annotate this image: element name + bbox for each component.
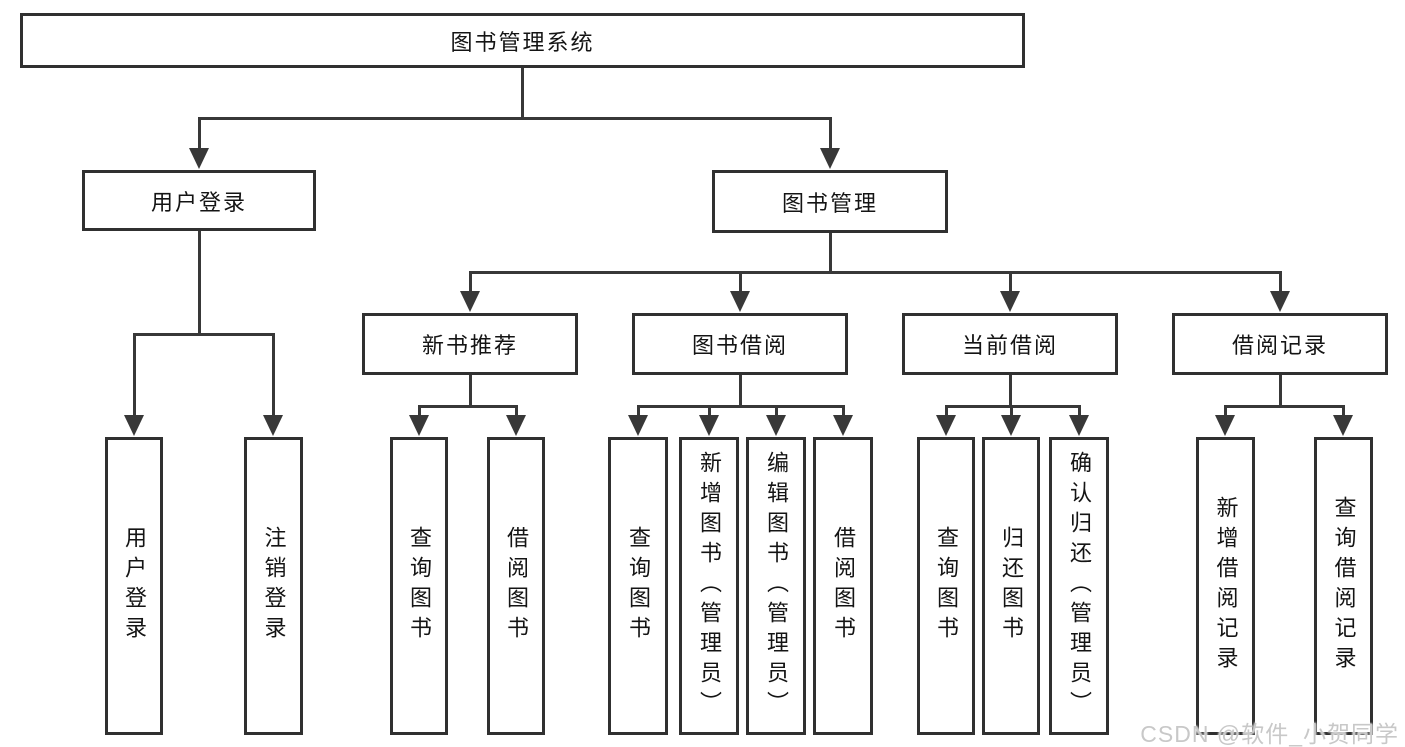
connector-group-stem bbox=[469, 375, 472, 408]
arrowhead-icon bbox=[1215, 415, 1235, 436]
arrowhead-icon bbox=[833, 415, 853, 436]
node-new-book-recommend: 新书推荐 bbox=[362, 313, 578, 375]
connector-arrow-shaft bbox=[775, 405, 778, 418]
connector-root-bar bbox=[198, 117, 832, 120]
arrowhead-icon bbox=[189, 148, 209, 169]
arrowhead-icon bbox=[124, 415, 144, 436]
connector-book-mgmt-bar bbox=[469, 271, 1282, 274]
arrowhead-icon bbox=[699, 415, 719, 436]
node-book-management: 图书管理 bbox=[712, 170, 948, 233]
leaf-query-books-borrow: 查询图书 bbox=[608, 437, 668, 735]
arrowhead-icon bbox=[1069, 415, 1089, 436]
node-user-login: 用户登录 bbox=[82, 170, 316, 231]
leaf-borrow-books-recommend: 借阅图书 bbox=[487, 437, 545, 735]
connector-group-bar bbox=[637, 405, 844, 408]
connector-book-mgmt-stem bbox=[829, 233, 832, 273]
connector-group-stem bbox=[1009, 375, 1012, 408]
leaf-add-borrow-record: 新增借阅记录 bbox=[1196, 437, 1255, 735]
arrowhead-icon bbox=[263, 415, 283, 436]
connector-arrow-shaft bbox=[637, 405, 640, 418]
connector-arrow-shaft bbox=[1010, 405, 1013, 418]
connector-arrow-shaft bbox=[708, 405, 711, 418]
leaf-query-books-recommend: 查询图书 bbox=[390, 437, 448, 735]
arrowhead-icon bbox=[409, 415, 429, 436]
connector-root-stem bbox=[521, 68, 524, 119]
connector-arrow-shaft bbox=[515, 405, 518, 418]
connector-arrow-shaft bbox=[469, 271, 472, 293]
connector-arrow-shaft bbox=[1279, 271, 1282, 293]
leaf-query-borrow-record: 查询借阅记录 bbox=[1314, 437, 1373, 735]
leaf-return-books: 归还图书 bbox=[982, 437, 1040, 735]
connector-user-login-stem bbox=[198, 231, 201, 335]
connector-arrow-shaft bbox=[1342, 405, 1345, 418]
arrowhead-icon bbox=[730, 291, 750, 312]
leaf-query-books-current: 查询图书 bbox=[917, 437, 975, 735]
connector-group-stem bbox=[1279, 375, 1282, 408]
leaf-add-book-admin: 新增图书（管理员） bbox=[679, 437, 739, 735]
arrowhead-icon bbox=[1000, 291, 1020, 312]
connector-group-stem bbox=[739, 375, 742, 408]
leaf-logout: 注销登录 bbox=[244, 437, 303, 735]
arrowhead-icon bbox=[460, 291, 480, 312]
arrowhead-icon bbox=[1270, 291, 1290, 312]
arrowhead-icon bbox=[1001, 415, 1021, 436]
connector-arrow-shaft bbox=[418, 405, 421, 418]
arrowhead-icon bbox=[1333, 415, 1353, 436]
arrowhead-icon bbox=[820, 148, 840, 169]
leaf-user-login: 用户登录 bbox=[105, 437, 163, 735]
arrowhead-icon bbox=[766, 415, 786, 436]
arrowhead-icon bbox=[936, 415, 956, 436]
leaf-confirm-return-admin: 确认归还（管理员） bbox=[1049, 437, 1109, 735]
node-root: 图书管理系统 bbox=[20, 13, 1025, 68]
connector-arrow-shaft bbox=[829, 117, 832, 150]
connector-arrow-shaft bbox=[945, 405, 948, 418]
connector-arrow-shaft bbox=[842, 405, 845, 418]
leaf-borrow-books: 借阅图书 bbox=[813, 437, 873, 735]
csdn-watermark: CSDN @软件_小贺同学 bbox=[1140, 721, 1399, 747]
connector-arrow-shaft bbox=[272, 333, 275, 416]
node-book-borrow: 图书借阅 bbox=[632, 313, 848, 375]
connector-arrow-shaft bbox=[1078, 405, 1081, 418]
connector-arrow-shaft bbox=[198, 117, 201, 150]
leaf-edit-book-admin: 编辑图书（管理员） bbox=[746, 437, 806, 735]
connector-arrow-shaft bbox=[739, 271, 742, 293]
connector-arrow-shaft bbox=[1009, 271, 1012, 293]
arrowhead-icon bbox=[506, 415, 526, 436]
connector-arrow-shaft bbox=[1224, 405, 1227, 418]
arrowhead-icon bbox=[628, 415, 648, 436]
node-borrow-records: 借阅记录 bbox=[1172, 313, 1388, 375]
connector-group-bar bbox=[1224, 405, 1344, 408]
connector-arrow-shaft bbox=[133, 333, 136, 416]
connector-group-bar bbox=[418, 405, 518, 408]
node-current-borrow: 当前借阅 bbox=[902, 313, 1118, 375]
connector-user-login-bar bbox=[133, 333, 275, 336]
